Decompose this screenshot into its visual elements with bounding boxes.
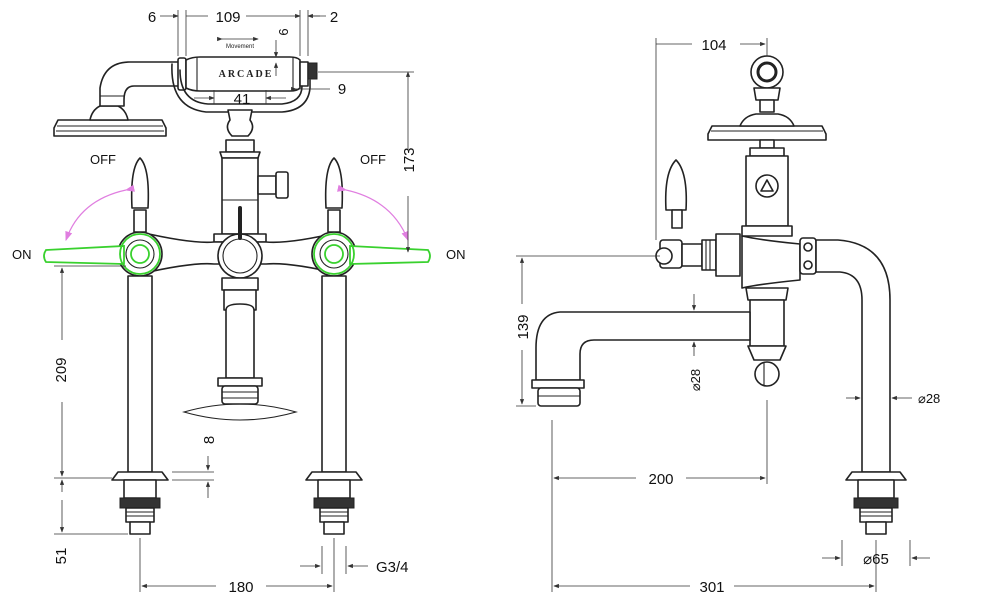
- right-valve-front: [305, 157, 363, 535]
- spout-side: [531, 311, 751, 407]
- dim-handset-offset: 6: [276, 28, 291, 35]
- valve-side: [655, 159, 817, 277]
- side-dimensions: 104 139 ⌀28 ⌀28 200 301: [515, 37, 940, 596]
- dim-base-height: 51: [53, 548, 70, 565]
- rear-column-side: [815, 239, 907, 535]
- front-view: ARCADE Movement: [12, 9, 466, 596]
- brand-label: ARCADE: [219, 69, 274, 80]
- dim-base-diameter: ⌀65: [863, 551, 889, 568]
- column-side: [741, 147, 801, 387]
- rotation-arcs: [65, 184, 409, 242]
- on-label-left: ON: [12, 247, 32, 262]
- movement-label: Movement: [226, 44, 254, 50]
- central-column: [213, 139, 289, 243]
- shower-rose-front: [53, 61, 183, 137]
- dim-handle-gap: 6: [148, 9, 156, 26]
- dim-spout-height: 139: [515, 314, 532, 339]
- spout-front: [181, 277, 299, 421]
- handset-front: ARCADE Movement: [177, 36, 318, 92]
- dim-reach: 200: [648, 471, 673, 488]
- dim-collar-height: 8: [201, 436, 218, 444]
- left-valve-front: [111, 157, 169, 535]
- side-view: 104 139 ⌀28 ⌀28 200 301: [515, 37, 940, 596]
- dim-column-height: 209: [53, 357, 70, 382]
- dim-centres: 180: [228, 579, 253, 596]
- dim-cradle-drop: 9: [338, 81, 346, 98]
- front-dimensions: 6 109 2 6 41 9 173 209: [53, 9, 418, 596]
- off-label-left: OFF: [90, 152, 116, 167]
- dim-column-diameter: ⌀28: [918, 391, 940, 406]
- dim-handset-width: 109: [215, 9, 240, 26]
- dim-spout-diameter: ⌀28: [688, 369, 703, 391]
- off-label-right: OFF: [360, 152, 386, 167]
- on-label-right: ON: [446, 247, 466, 262]
- shower-head-side: [707, 55, 827, 149]
- cradle-front: [171, 63, 311, 137]
- dim-thread: G3/4: [376, 559, 409, 576]
- dim-end-cap: 2: [330, 9, 338, 26]
- dim-total-height-handset: 173: [401, 147, 418, 172]
- dim-cradle-width: 41: [234, 91, 251, 108]
- body-bridge-front: [139, 206, 341, 279]
- dim-side-head-width: 104: [701, 37, 726, 54]
- dim-overall-depth: 301: [699, 579, 724, 596]
